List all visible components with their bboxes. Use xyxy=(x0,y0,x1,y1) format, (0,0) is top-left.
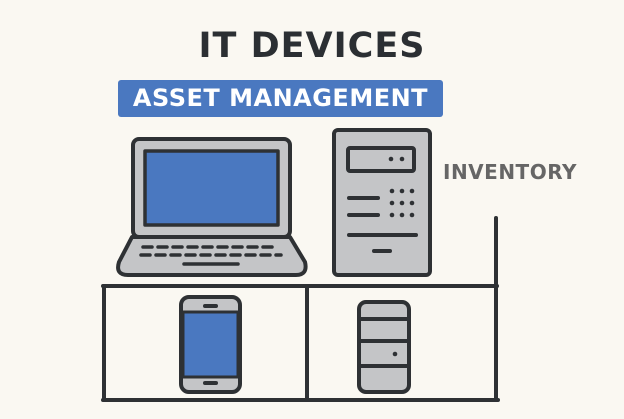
server-icon xyxy=(357,300,411,394)
smartphone-icon xyxy=(179,295,242,394)
desktop-tower-icon xyxy=(332,128,432,277)
shelf xyxy=(101,216,500,402)
page-title: IT DEVICES xyxy=(198,26,426,66)
subtitle-banner: ASSET MANAGEMENT xyxy=(118,80,443,117)
laptop-icon xyxy=(116,137,308,277)
inventory-label: INVENTORY xyxy=(443,160,577,184)
